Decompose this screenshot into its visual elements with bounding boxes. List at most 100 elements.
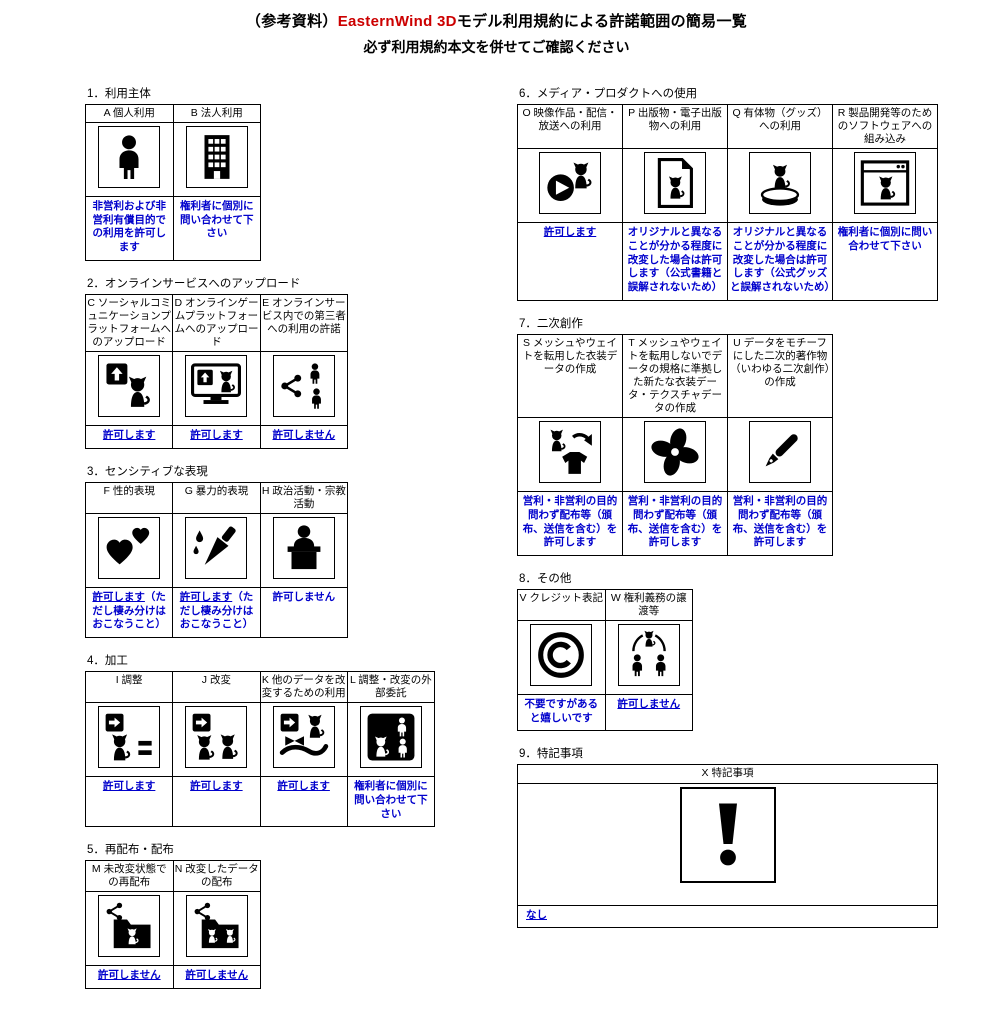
section-heading: 2．オンラインサービスへのアップロード <box>87 277 301 290</box>
cell-header-L: L 調整・改変の外部委託 <box>346 670 436 704</box>
upload-cat-icon <box>98 355 161 418</box>
icon-row <box>84 351 349 427</box>
icon-cell-L <box>346 702 436 778</box>
cell-header-E: E オンラインサービス内での第三者への利用の許諾 <box>259 293 349 353</box>
knife-drops-icon <box>185 517 248 580</box>
cell-header-Q: Q 有体物（グッズ）への利用 <box>727 103 833 150</box>
section-7-table: S メッシュやウェイトを転用した衣装データの作成 T メッシュやウェイトを転用し… <box>517 333 833 556</box>
cell-header-R: R 製品開発等のためのソフトウェアへの組み込み <box>832 103 938 150</box>
permission-text-O: 許可します <box>517 222 623 301</box>
share-folder-cat-icon <box>98 895 161 958</box>
section-7-derivative-works: 7．二次創作 S メッシュやウェイトを転用した衣装データの作成 T メッシュやウ… <box>517 315 942 556</box>
document-title: （参考資料）EasternWind 3Dモデル利用規約による許諾範囲の簡易一覧 <box>0 10 993 31</box>
document-cat-icon <box>644 152 706 215</box>
section-5-redistribution: 5．再配布・配布 M 未改変状態での再配布 N 改変したデータの配布 <box>85 841 437 990</box>
share-network-people-icon <box>272 355 335 418</box>
modify-other-data-cat-icon <box>272 706 335 769</box>
section-2-online-upload: 2．オンラインサービスへのアップロード C ソーシャルコミュニケーションプラット… <box>84 275 437 449</box>
icon-cell-Q <box>727 148 833 224</box>
permission-text-D: 許可します <box>172 425 261 449</box>
section-4-processing: 4．加工 I 調整 J 改変 K 他のデータを改変するための利用 L 調整・改変… <box>84 652 437 828</box>
permission-row: 許可します 許可します 許可しません <box>84 425 349 449</box>
title-brand: EasternWind 3D <box>337 13 457 30</box>
permission-text-S: 営利・非営利の目的問わず配布等（頒布、送信を含む）を許可します <box>517 491 623 556</box>
icon-row <box>517 620 693 696</box>
permission-text-A: 非営利および非営利有償目的での利用を許可します <box>85 196 174 261</box>
section-1-table: A 個人利用 B 法人利用 <box>85 103 261 261</box>
cell-header-N: N 改変したデータの配布 <box>172 860 261 893</box>
cell-header-U: U データをモチーフにした二次的著作物（いわゆる二次創作）の作成 <box>727 333 833 419</box>
permission-text-N: 許可しません <box>172 965 261 990</box>
header-row: O 映像作品・配信・放送への利用 P 出版物・電子出版物への利用 Q 有体物（グ… <box>517 103 938 150</box>
permission-text-E: 許可しません <box>259 425 349 449</box>
section-heading: 6．メディア・プロダクトへの使用 <box>519 88 698 100</box>
new-costume-flower-icon <box>644 421 706 484</box>
icon-cell-I <box>84 702 174 778</box>
permission-row: 営利・非営利の目的問わず配布等（頒布、送信を含む）を許可します 営利・非営利の目… <box>517 491 833 556</box>
section-6-media-products: 6．メディア・プロダクトへの使用 O 映像作品・配信・放送への利用 P 出版物・… <box>517 85 942 301</box>
permission-row: 許可します オリジナルと異なることが分かる程度に改変した場合は許可します（公式書… <box>517 222 938 301</box>
permission-text-M: 許可しません <box>85 965 174 990</box>
software-window-cat-icon <box>854 152 916 215</box>
cell-header-I: I 調整 <box>84 670 174 704</box>
content-columns: 1．利用主体 A 個人利用 B 法人利用 <box>0 85 993 1003</box>
cell-header-W: W 権利義務の譲渡等 <box>604 588 693 622</box>
cell-header-H: H 政治活動・宗教活動 <box>259 481 349 515</box>
permission-row: なし <box>517 904 938 929</box>
section-heading: 1．利用主体 <box>87 88 151 100</box>
icon-row <box>84 702 436 778</box>
mesh-reuse-costume-icon <box>539 421 601 484</box>
section-heading: 3．センシティブな表現 <box>87 465 208 478</box>
section-heading: 7．二次創作 <box>519 317 583 330</box>
section-heading: 4．加工 <box>87 655 128 667</box>
cell-header-B: B 法人利用 <box>172 103 261 124</box>
cell-header-K: K 他のデータを改変するための利用 <box>259 670 348 704</box>
icon-cell-V <box>517 620 606 696</box>
section-heading: 9．特記事項 <box>519 748 583 761</box>
header-row: C ソーシャルコミュニケーションプラットフォームへのアップロード D オンライン… <box>84 293 349 353</box>
icon-cell-U <box>727 417 833 493</box>
outsourcing-box-icon <box>359 706 422 769</box>
permission-text-R: 権利者に個別に問い合わせて下さい <box>832 222 938 301</box>
exclamation-icon <box>679 786 776 883</box>
icon-cell-X <box>517 782 938 906</box>
building-icon <box>185 126 248 189</box>
permission-row: 許可しません 許可しません <box>85 965 261 990</box>
icon-row <box>84 513 349 589</box>
permission-text-V: 不要ですがあると嬉しいです <box>517 694 606 732</box>
icon-cell-D <box>172 351 261 427</box>
permission-text-B: 権利者に個別に問い合わせて下さい <box>172 196 261 261</box>
left-column: 1．利用主体 A 個人利用 B 法人利用 <box>84 85 437 1003</box>
icon-cell-T <box>622 417 728 493</box>
cell-header-J: J 改変 <box>172 670 261 704</box>
section-9-table: X 特記事項 なし <box>517 764 938 929</box>
cell-header-D: D オンラインゲームプラットフォームへのアップロード <box>172 293 261 353</box>
cell-header-C: C ソーシャルコミュニケーションプラットフォームへのアップロード <box>84 293 174 353</box>
icon-cell-N <box>172 891 261 967</box>
permission-text-P: オリジナルと異なることが分かる程度に改変した場合は許可します（公式書籍と誤解され… <box>622 222 728 301</box>
icon-cell-G <box>172 513 261 589</box>
header-row: I 調整 J 改変 K 他のデータを改変するための利用 L 調整・改変の外部委託 <box>84 670 436 704</box>
permission-text-C: 許可します <box>84 425 174 449</box>
cell-header-M: M 未改変状態での再配布 <box>85 860 174 893</box>
header-row: V クレジット表記 W 権利義務の譲渡等 <box>517 588 693 622</box>
icon-cell-J <box>172 702 261 778</box>
header-row: X 特記事項 <box>517 764 938 784</box>
section-heading: 5．再配布・配布 <box>87 844 174 857</box>
adjust-cat-equal-icon <box>98 706 161 769</box>
icon-cell-P <box>622 148 728 224</box>
icon-cell-W <box>604 620 693 696</box>
hearts-icon <box>98 517 161 580</box>
right-column: 6．メディア・プロダクトへの使用 O 映像作品・配信・放送への利用 P 出版物・… <box>517 85 942 942</box>
video-play-cat-icon <box>539 152 601 215</box>
icon-cell-B <box>172 122 261 198</box>
permission-text-W: 許可しません <box>604 694 693 732</box>
person-icon <box>98 126 161 189</box>
fountain-pen-icon <box>749 421 811 484</box>
permission-row: 非営利および非営利有償目的での利用を許可します 権利者に個別に問い合わせて下さい <box>85 196 261 261</box>
document-subtitle: 必ず利用規約本文を併せてご確認ください <box>363 39 630 55</box>
copyright-icon <box>530 624 593 687</box>
header-row: A 個人利用 B 法人利用 <box>85 103 261 124</box>
cell-header-P: P 出版物・電子出版物への利用 <box>622 103 728 150</box>
